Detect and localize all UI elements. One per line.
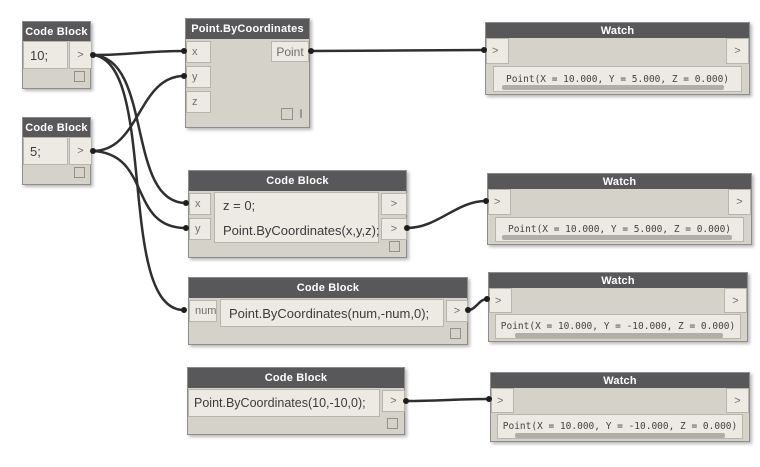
code-input[interactable]: Point.ByCoordinates(num,-num,0); xyxy=(220,299,444,327)
input-port-x[interactable]: x xyxy=(189,193,211,215)
output-port[interactable]: > xyxy=(69,41,92,69)
wire-cb-to-watch2[interactable] xyxy=(406,199,487,230)
node-code-block-num[interactable]: Code Block num Point.ByCoordinates(num,-… xyxy=(188,277,468,345)
output-port[interactable]: > xyxy=(69,137,92,165)
node-header[interactable]: Code Block xyxy=(188,368,404,388)
lacing-indicator-icon xyxy=(300,109,302,118)
node-header[interactable]: Watch xyxy=(488,174,751,189)
node-header[interactable]: Watch xyxy=(491,373,749,388)
output-port[interactable]: > xyxy=(728,189,751,215)
code-input[interactable]: 5; xyxy=(23,137,68,165)
node-watch-3[interactable]: Watch > > Point(X = 10.000, Y = -10.000,… xyxy=(488,272,748,342)
output-port[interactable]: > xyxy=(446,300,468,322)
wire-5-to-cb-y[interactable] xyxy=(92,149,187,230)
node-watch-4[interactable]: Watch > > Point(X = 10.000, Y = -10.000,… xyxy=(490,372,750,442)
preview-checkbox[interactable] xyxy=(450,328,461,339)
node-code-block-5[interactable]: Code Block 5; > xyxy=(22,117,92,185)
input-port-z[interactable]: z xyxy=(186,91,211,113)
preview-checkbox[interactable] xyxy=(387,418,398,429)
watch-scrollbar[interactable] xyxy=(515,433,725,438)
watch-scrollbar[interactable] xyxy=(515,333,723,338)
code-input[interactable]: 10; xyxy=(23,41,68,69)
node-header[interactable]: Code Block xyxy=(189,278,467,298)
input-port[interactable]: > xyxy=(489,288,512,313)
wire-5-to-point-y[interactable] xyxy=(92,74,185,153)
output-port-2[interactable]: > xyxy=(381,218,407,240)
watch-scrollbar[interactable] xyxy=(502,85,724,90)
node-code-block-literal[interactable]: Code Block Point.ByCoordinates(10,-10,0)… xyxy=(187,367,405,435)
code-input[interactable]: z = 0; Point.ByCoordinates(x,y,z); xyxy=(214,192,380,243)
code-line-1: z = 0; xyxy=(223,198,256,213)
wire-cb-to-watch3[interactable] xyxy=(467,297,488,312)
node-header[interactable]: Code Block xyxy=(23,22,90,41)
output-port-1[interactable]: > xyxy=(381,193,407,215)
output-port-point[interactable]: Point xyxy=(271,41,309,62)
node-header[interactable]: Point.ByCoordinates xyxy=(186,19,309,39)
input-port-y[interactable]: y xyxy=(186,66,211,88)
input-port[interactable]: > xyxy=(491,388,514,413)
output-port[interactable]: > xyxy=(726,38,749,64)
output-port[interactable]: > xyxy=(724,288,747,313)
input-port-y[interactable]: y xyxy=(189,218,211,240)
node-header[interactable]: Watch xyxy=(489,273,747,288)
node-point-bycoordinates[interactable]: Point.ByCoordinates x y z Point xyxy=(185,18,310,128)
preview-checkbox[interactable] xyxy=(281,108,293,120)
wire-10-to-cb-num[interactable] xyxy=(92,53,185,312)
node-header[interactable]: Code Block xyxy=(189,171,406,191)
wire-10-to-cb-x[interactable] xyxy=(92,53,187,205)
preview-checkbox[interactable] xyxy=(74,167,85,178)
code-line-2: Point.ByCoordinates(x,y,z); xyxy=(223,223,380,238)
output-port[interactable]: > xyxy=(726,388,749,413)
input-port-num[interactable]: num xyxy=(189,300,217,322)
input-port[interactable]: > xyxy=(486,38,509,64)
node-code-block-10[interactable]: Code Block 10; > xyxy=(22,21,92,89)
node-code-block-xyz[interactable]: Code Block x y z = 0; Point.ByCoordinate… xyxy=(188,170,407,258)
node-watch-1[interactable]: Watch > > Point(X = 10.000, Y = 5.000, Z… xyxy=(485,22,750,95)
preview-checkbox[interactable] xyxy=(389,241,400,252)
preview-checkbox[interactable] xyxy=(74,71,85,82)
output-port[interactable]: > xyxy=(382,390,405,412)
watch-scrollbar[interactable] xyxy=(502,235,732,240)
input-port[interactable]: > xyxy=(488,189,511,215)
node-header[interactable]: Code Block xyxy=(23,118,90,137)
node-watch-2[interactable]: Watch > > Point(X = 10.000, Y = 5.000, Z… xyxy=(487,173,752,245)
wire-point-to-watch1[interactable] xyxy=(310,48,485,53)
wire-cb-to-watch4[interactable] xyxy=(405,397,490,403)
input-port-x[interactable]: x xyxy=(186,41,211,63)
code-input[interactable]: Point.ByCoordinates(10,-10,0); xyxy=(188,389,380,417)
node-header[interactable]: Watch xyxy=(486,23,749,38)
wire-10-to-point-x[interactable] xyxy=(92,49,185,57)
